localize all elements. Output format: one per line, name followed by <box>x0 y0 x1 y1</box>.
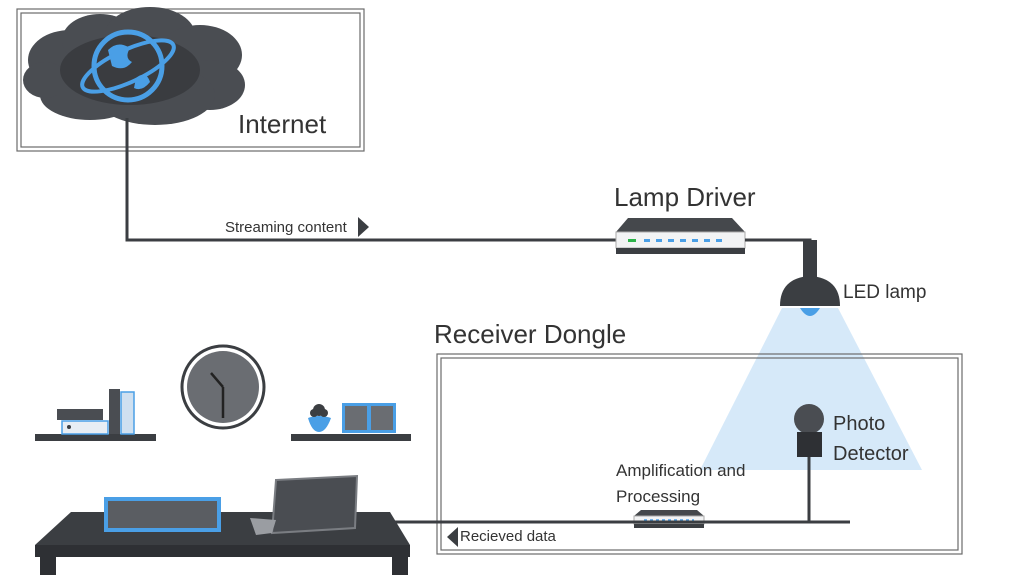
photo-detector-label-1: Photo <box>833 413 885 435</box>
streaming-arrow <box>358 217 369 237</box>
amplification-label-1: Amplification and <box>616 461 745 480</box>
led-lamp-label: LED lamp <box>843 282 926 303</box>
left-shelf <box>35 434 156 441</box>
amplification-label-2: Processing <box>616 487 700 506</box>
received-data-label: Recieved data <box>460 528 557 545</box>
photo-detector-label-2: Detector <box>833 443 909 465</box>
clock-icon <box>180 344 266 430</box>
globe-icon <box>80 29 176 103</box>
internet-label: Internet <box>238 109 327 139</box>
router-icon <box>615 218 746 254</box>
lamp-icon <box>780 240 840 316</box>
receiver-dongle-label: Receiver Dongle <box>434 319 626 349</box>
laptop-icon <box>250 474 359 535</box>
received-arrow <box>447 527 458 547</box>
receiver-frame <box>436 353 963 555</box>
binder-icon <box>57 389 135 435</box>
photo-detector-icon <box>794 404 824 522</box>
lamp-cable <box>745 238 812 280</box>
light-beam <box>700 308 922 470</box>
photo-frame-icon <box>342 403 396 433</box>
amplifier-icon <box>633 510 705 528</box>
streaming-label: Streaming content <box>225 219 348 236</box>
internet-frame <box>16 8 365 152</box>
internet-cable <box>125 118 620 242</box>
cloud-inner <box>60 35 200 105</box>
monitor-icon <box>104 497 221 532</box>
plant-icon <box>308 404 331 432</box>
lamp-driver-label: Lamp Driver <box>614 182 756 212</box>
right-shelf <box>291 434 411 441</box>
